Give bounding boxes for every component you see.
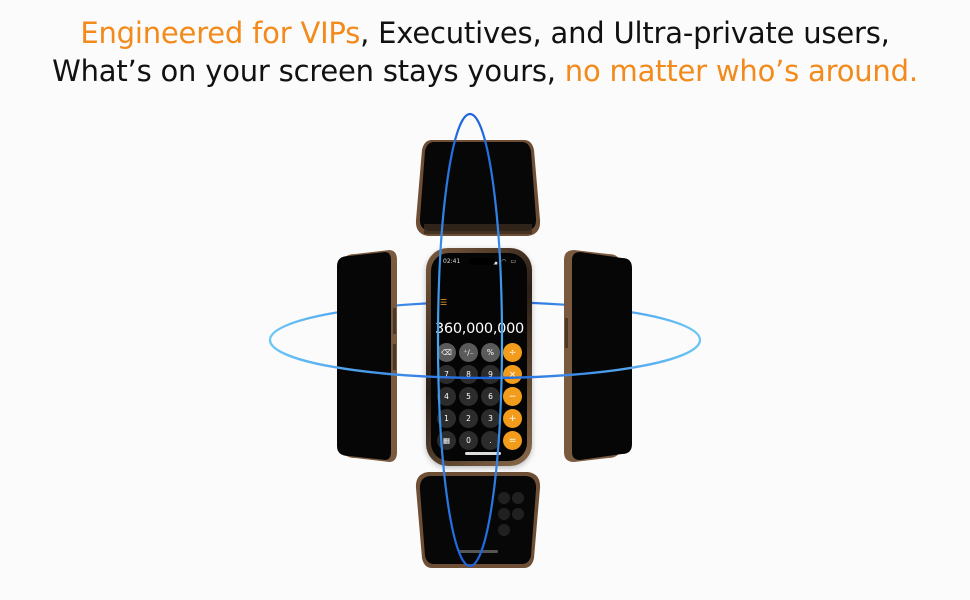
key-6[interactable]: 6: [481, 387, 500, 406]
phone-left: [333, 248, 399, 464]
minus-key[interactable]: −: [503, 387, 522, 406]
headline-line-2-start: What’s on your screen stays yours,: [52, 54, 565, 88]
percent-key[interactable]: %: [481, 343, 500, 362]
key-4[interactable]: 4: [437, 387, 456, 406]
calculator-icon-key[interactable]: ▦: [437, 431, 456, 450]
list-icon[interactable]: ☰: [440, 298, 448, 307]
status-time: 02:41: [443, 258, 461, 265]
headline: Engineered for VIPs, Executives, and Ult…: [0, 14, 970, 90]
key-0[interactable]: 0: [459, 431, 478, 450]
key-9[interactable]: 9: [481, 365, 500, 384]
headline-highlight-vips: Engineered for VIPs: [80, 16, 361, 50]
headline-line-1-rest: , Executives, and Ultra-private users,: [360, 16, 890, 50]
key-5[interactable]: 5: [459, 387, 478, 406]
key-1[interactable]: 1: [437, 409, 456, 428]
headline-highlight-privacy: no matter who’s around.: [564, 54, 918, 88]
phone-top: [414, 136, 542, 240]
phone-right: [562, 248, 634, 464]
multiply-key[interactable]: ×: [503, 365, 522, 384]
divide-key[interactable]: ÷: [503, 343, 522, 362]
phone-bottom: [414, 468, 542, 572]
key-7[interactable]: 7: [437, 365, 456, 384]
key-2[interactable]: 2: [459, 409, 478, 428]
dynamic-island: [469, 258, 495, 265]
home-indicator: [465, 452, 501, 455]
decimal-key[interactable]: .: [481, 431, 500, 450]
key-8[interactable]: 8: [459, 365, 478, 384]
plus-key[interactable]: +: [503, 409, 522, 428]
key-3[interactable]: 3: [481, 409, 500, 428]
backspace-key[interactable]: ⌫: [437, 343, 456, 362]
plus-minus-key[interactable]: ⁺∕₋: [459, 343, 478, 362]
equals-key[interactable]: =: [503, 431, 522, 450]
headline-line-1: Engineered for VIPs, Executives, and Ult…: [0, 14, 970, 52]
calculator-display: 360,000,000: [435, 321, 524, 337]
headline-line-2: What’s on your screen stays yours, no ma…: [0, 52, 970, 90]
